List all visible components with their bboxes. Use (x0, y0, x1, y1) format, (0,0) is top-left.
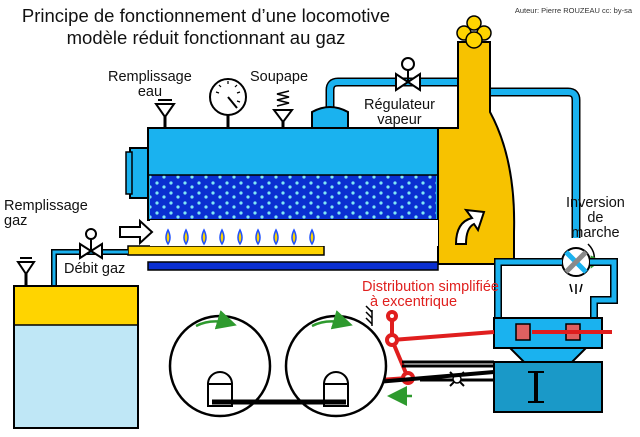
burner-flames (165, 228, 315, 246)
label-water-fill-line2: eau (137, 84, 163, 101)
diagram-title: Principe de fonctionnement d’une locomot… (6, 5, 406, 49)
label-gas-fill-line2: gaz (4, 213, 28, 230)
label-gas-fill: Remplissage gaz (4, 198, 88, 230)
firebox-chimney (437, 41, 516, 265)
title-line-1: Principe de fonctionnement d’une locomot… (21, 5, 391, 26)
steam-regulator-valve-icon (395, 57, 421, 92)
label-safety-valve: Soupape (250, 69, 309, 85)
burner-tube (127, 245, 325, 256)
safety-valve-icon (272, 90, 294, 128)
label-valve-gear-line2: à excentrique (370, 294, 458, 311)
author-credit: Auteur: Pierre ROUZEAU cc: by-sa (514, 6, 632, 15)
valve-gear-anchor-icon (365, 305, 373, 326)
label-gas-fill-line1: Remplissage (4, 198, 88, 214)
firebox-bottom (147, 261, 439, 271)
water-fill-valve-icon (154, 99, 176, 128)
label-steam-regulator-line2: vapeur (377, 112, 422, 129)
label-steam-regulator: Régulateur vapeur (364, 97, 435, 129)
title-line-2: modèle réduit fonctionnant au gaz (66, 27, 346, 49)
hot-gas-arrow (454, 208, 486, 245)
label-water-fill-line1: Remplissage (108, 69, 192, 85)
label-steam-regulator-line1: Régulateur (364, 97, 435, 113)
label-reversing: Inversion de marche (566, 195, 625, 242)
label-reversing-line1: Inversion (566, 195, 625, 211)
label-reversing-line2: de (587, 210, 604, 227)
reversing-valve-icon (559, 243, 602, 294)
label-valve-gear-line1: Distribution simplifiée (362, 279, 499, 295)
rotation-arrow-rear (311, 310, 353, 330)
gas-flow-valve-icon (79, 228, 103, 260)
wheel-front (168, 314, 272, 418)
rotation-arrow-front (195, 310, 237, 330)
label-water-fill: Remplissage eau (108, 69, 192, 101)
smoke-puff (456, 15, 492, 49)
steam-dome (311, 106, 349, 129)
label-valve-gear: Distribution simplifiée à excentrique (362, 279, 499, 311)
label-gas-flow: Débit gaz (64, 261, 126, 277)
pressure-gauge-icon (209, 78, 247, 128)
gas-inlet-arrow (119, 218, 154, 246)
label-reversing-line3: marche (571, 225, 620, 242)
gas-fill-valve-icon (16, 257, 36, 286)
